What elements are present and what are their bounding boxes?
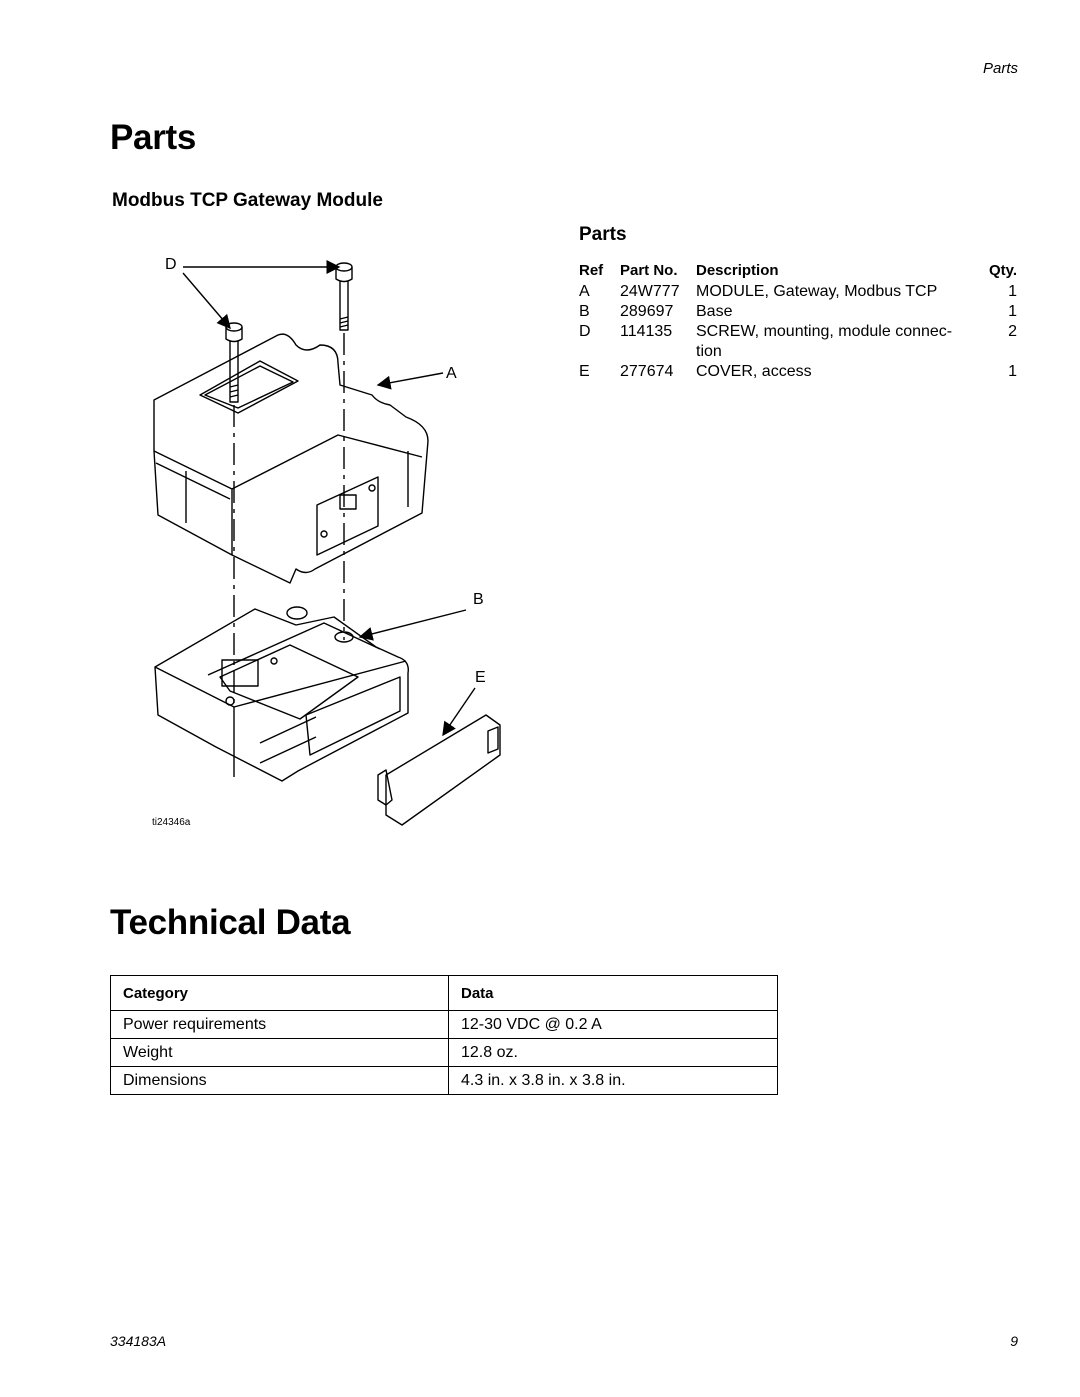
cell-category: Power requirements: [110, 1010, 449, 1039]
cell-part-no: 24W777: [620, 283, 680, 300]
cell-qty: 2: [1008, 323, 1017, 340]
page-number: 9: [1010, 1333, 1018, 1349]
cell-part-no: 114135: [620, 323, 673, 340]
cell-category: Weight: [110, 1038, 449, 1067]
cell-qty: 1: [1008, 363, 1017, 380]
cover: [377, 714, 501, 826]
cell-description: COVER, access: [696, 363, 812, 380]
module-body: [153, 333, 429, 584]
screw-right: [335, 262, 353, 331]
parts-table: Ref Part No. Description Qty. A 24W777 M…: [579, 262, 1017, 382]
cell-part-no: 289697: [620, 303, 674, 320]
table-row: Weight 12.8 oz.: [110, 1038, 778, 1067]
label-a: A: [446, 365, 457, 382]
exploded-view-figure: D A B E ti24346a: [110, 245, 530, 845]
cell-qty: 1: [1008, 303, 1017, 320]
table-row: D 114135 SCREW, mounting, module connec-…: [579, 322, 1017, 342]
tech-table-header: Category Data: [110, 975, 778, 1011]
technical-data-table: Category Data Power requirements 12-30 V…: [110, 975, 778, 1095]
col-qty: Qty.: [988, 262, 1017, 279]
leader-d-left: [182, 272, 231, 330]
col-description: Description: [696, 262, 779, 279]
module-heading: Modbus TCP Gateway Module: [112, 190, 383, 211]
cell-description-cont: tion: [696, 343, 722, 360]
table-row: Power requirements 12-30 VDC @ 0.2 A: [110, 1010, 778, 1039]
leader-b: [358, 609, 467, 641]
leader-a: [376, 372, 444, 390]
cell-ref: B: [579, 303, 590, 320]
parts-list-title: Parts: [579, 224, 627, 245]
table-row-continuation: tion: [579, 342, 1017, 362]
cell-data: 12-30 VDC @ 0.2 A: [448, 1010, 778, 1039]
module-drawing: [153, 260, 501, 826]
table-row: Dimensions 4.3 in. x 3.8 in. x 3.8 in.: [110, 1066, 778, 1095]
cell-ref: E: [579, 363, 590, 380]
parts-list: Parts Ref Part No. Description Qty. A 24…: [579, 224, 1019, 382]
col-part-no: Part No.: [620, 262, 678, 279]
cell-data: 12.8 oz.: [448, 1038, 778, 1067]
figure-id: ti24346a: [152, 817, 191, 828]
cell-qty: 1: [1008, 283, 1017, 300]
parts-table-header: Ref Part No. Description Qty.: [579, 262, 1017, 282]
col-category: Category: [110, 975, 449, 1011]
doc-number: 334183A: [110, 1333, 167, 1349]
base-body: [154, 606, 409, 782]
cell-description: MODULE, Gateway, Modbus TCP: [696, 283, 938, 300]
cell-category: Dimensions: [110, 1066, 449, 1095]
running-header: Parts: [982, 60, 1018, 77]
cell-description: Base: [696, 303, 733, 320]
screw-left: [225, 322, 243, 403]
label-d: D: [165, 256, 177, 273]
label-b: B: [473, 591, 484, 608]
cell-ref: D: [579, 323, 591, 340]
cell-data: 4.3 in. x 3.8 in. x 3.8 in.: [448, 1066, 778, 1095]
table-row: B 289697 Base 1: [579, 302, 1017, 322]
table-row: A 24W777 MODULE, Gateway, Modbus TCP 1: [579, 282, 1017, 302]
leader-e: [442, 687, 476, 737]
col-ref: Ref: [579, 262, 604, 279]
col-data: Data: [448, 975, 778, 1011]
cell-part-no: 277674: [620, 363, 674, 380]
label-e: E: [475, 669, 486, 686]
cell-ref: A: [579, 283, 590, 300]
technical-data-heading: Technical Data: [110, 903, 351, 942]
parts-heading: Parts: [110, 118, 197, 157]
table-row: E 277674 COVER, access 1: [579, 362, 1017, 382]
cell-description: SCREW, mounting, module connec-: [696, 323, 953, 340]
